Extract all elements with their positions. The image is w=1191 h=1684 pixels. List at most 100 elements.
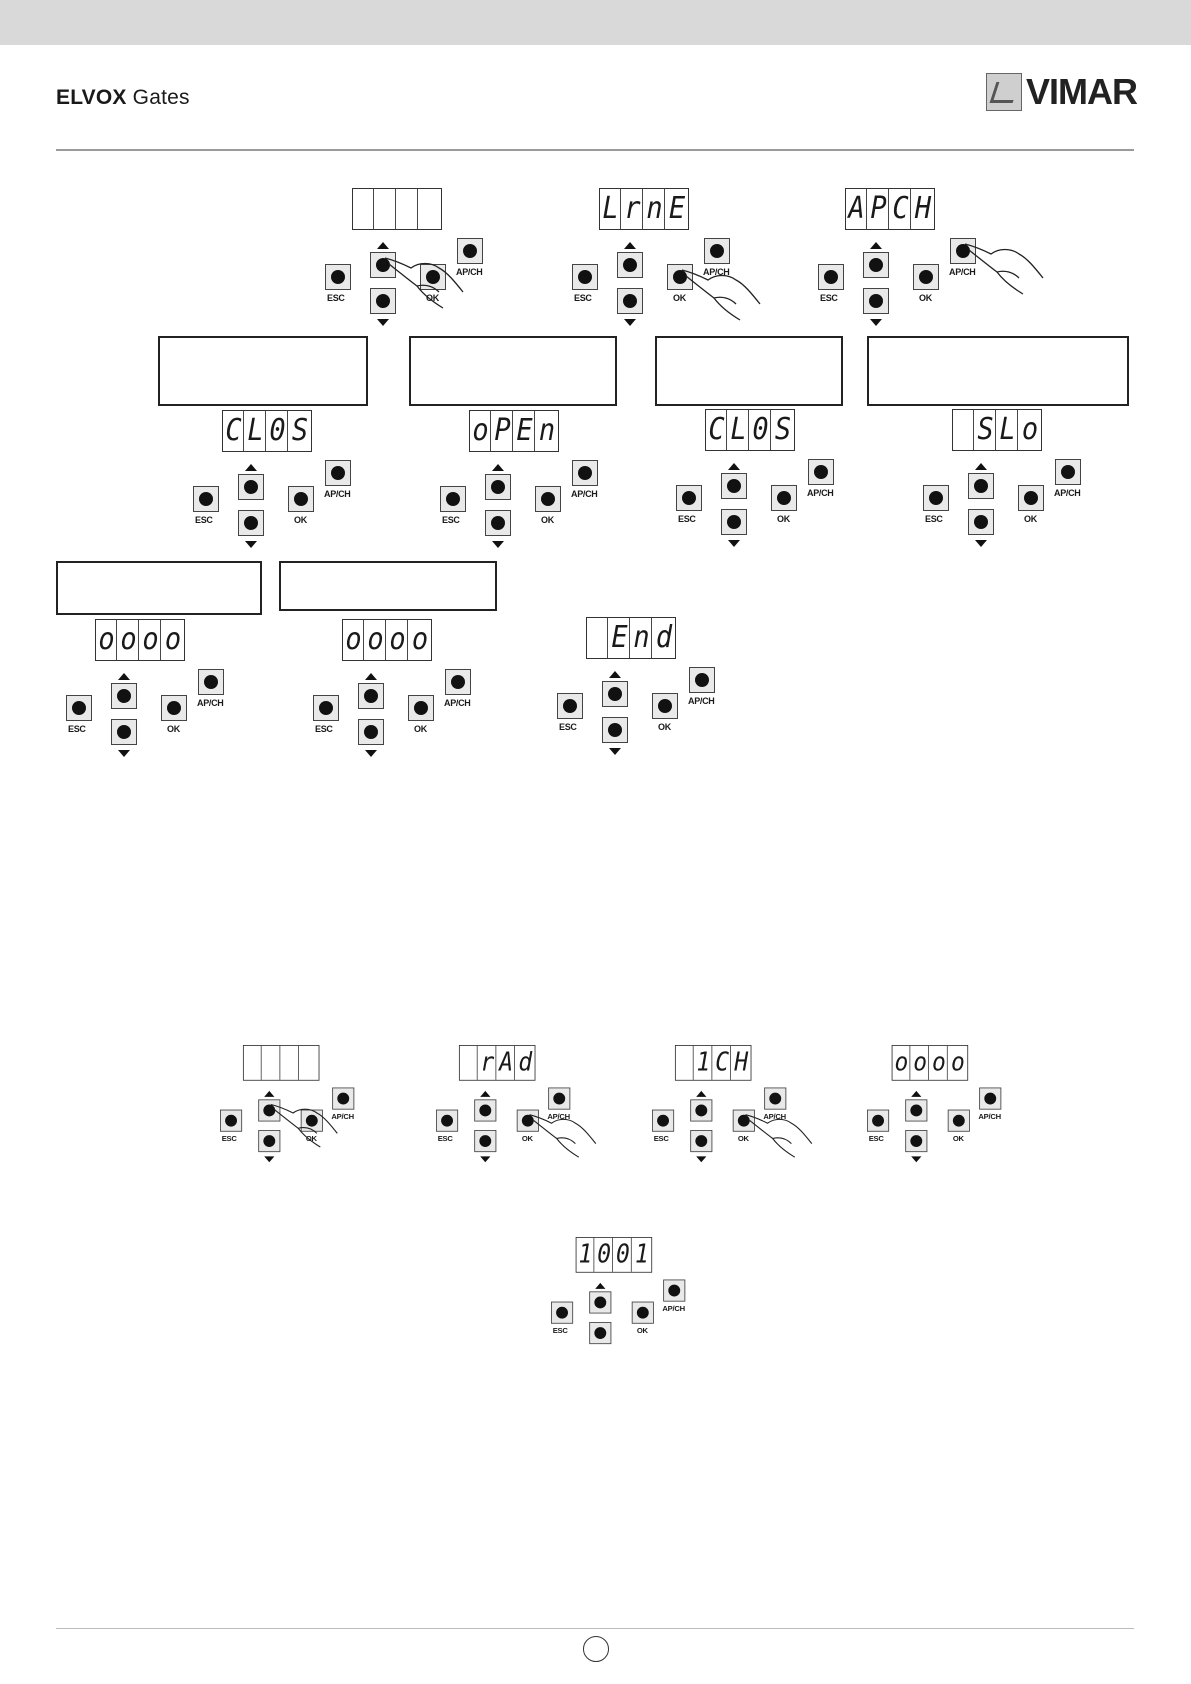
up-button[interactable] <box>258 1099 281 1122</box>
ok-label: OK <box>167 724 180 734</box>
up-button[interactable] <box>721 473 747 499</box>
down-button[interactable] <box>863 288 889 314</box>
apch-button[interactable] <box>979 1087 1002 1110</box>
up-button[interactable] <box>690 1099 713 1122</box>
up-arrow-icon <box>624 242 636 249</box>
up-button[interactable] <box>485 474 511 500</box>
apch-label: AP/CH <box>978 1112 1001 1121</box>
up-button[interactable] <box>358 683 384 709</box>
lcd-digit: 0 <box>751 410 771 450</box>
apch-button[interactable] <box>764 1087 787 1110</box>
apch-button[interactable] <box>325 460 351 486</box>
down-button[interactable] <box>238 510 264 536</box>
ok-button[interactable] <box>161 695 187 721</box>
apch-button[interactable] <box>808 459 834 485</box>
ok-button[interactable] <box>516 1109 539 1132</box>
apch-button[interactable] <box>572 460 598 486</box>
ok-label: OK <box>636 1326 648 1335</box>
esc-button[interactable] <box>867 1109 890 1132</box>
ok-button[interactable] <box>288 486 314 512</box>
apch-button[interactable] <box>332 1087 355 1110</box>
esc-button[interactable] <box>676 485 702 511</box>
esc-button[interactable] <box>923 485 949 511</box>
apch-label: AP/CH <box>571 489 598 499</box>
page-number-circle <box>583 1636 609 1662</box>
up-button[interactable] <box>617 252 643 278</box>
down-button[interactable] <box>905 1130 928 1153</box>
lcd-digit: o <box>912 1045 929 1080</box>
ok-button[interactable] <box>631 1301 654 1324</box>
down-button[interactable] <box>111 719 137 745</box>
ok-button[interactable] <box>771 485 797 511</box>
apch-button[interactable] <box>457 238 483 264</box>
down-button[interactable] <box>721 509 747 535</box>
down-button[interactable] <box>258 1130 281 1153</box>
apch-button[interactable] <box>198 669 224 695</box>
down-button[interactable] <box>602 717 628 743</box>
ok-button[interactable] <box>947 1109 970 1132</box>
esc-button[interactable] <box>557 693 583 719</box>
pointing-hand-icon <box>384 257 464 309</box>
ok-button[interactable] <box>913 264 939 290</box>
lcd-digit: C <box>707 410 727 450</box>
apch-button[interactable] <box>704 238 730 264</box>
down-button[interactable] <box>617 288 643 314</box>
apch-label: AP/CH <box>197 698 224 708</box>
down-button[interactable] <box>370 288 396 314</box>
ok-button[interactable] <box>667 264 693 290</box>
lcd-digit <box>282 1045 299 1080</box>
down-arrow-icon <box>911 1156 922 1163</box>
ok-button[interactable] <box>408 695 434 721</box>
up-button[interactable] <box>238 474 264 500</box>
esc-button[interactable] <box>440 486 466 512</box>
down-button[interactable] <box>358 719 384 745</box>
down-button[interactable] <box>968 509 994 535</box>
text-box-6 <box>279 561 497 611</box>
ok-button[interactable] <box>652 693 678 719</box>
up-button[interactable] <box>589 1291 612 1314</box>
up-button[interactable] <box>474 1099 497 1122</box>
ok-button[interactable] <box>732 1109 755 1132</box>
esc-button[interactable] <box>220 1109 243 1132</box>
up-arrow-icon <box>492 464 504 471</box>
apch-button[interactable] <box>445 669 471 695</box>
down-button[interactable] <box>589 1322 612 1345</box>
lcd-digit: E <box>515 411 535 451</box>
apch-button[interactable] <box>663 1279 686 1302</box>
apch-button[interactable] <box>950 238 976 264</box>
up-button[interactable] <box>370 252 396 278</box>
esc-button[interactable] <box>652 1109 675 1132</box>
up-button[interactable] <box>905 1099 928 1122</box>
ok-button[interactable] <box>535 486 561 512</box>
esc-button[interactable] <box>572 264 598 290</box>
esc-button[interactable] <box>325 264 351 290</box>
ok-label: OK <box>1024 514 1037 524</box>
down-button[interactable] <box>690 1130 713 1153</box>
down-button[interactable] <box>474 1130 497 1153</box>
ok-button[interactable] <box>1018 485 1044 511</box>
apch-button[interactable] <box>548 1087 571 1110</box>
esc-button[interactable] <box>818 264 844 290</box>
apch-button[interactable] <box>689 667 715 693</box>
esc-button[interactable] <box>551 1301 574 1324</box>
up-button[interactable] <box>968 473 994 499</box>
text-box-2 <box>409 336 617 406</box>
esc-button[interactable] <box>313 695 339 721</box>
esc-button[interactable] <box>436 1109 459 1132</box>
apch-label: AP/CH <box>807 488 834 498</box>
up-button[interactable] <box>863 252 889 278</box>
lcd-digit: o <box>471 411 491 451</box>
down-button[interactable] <box>485 510 511 536</box>
apch-button[interactable] <box>1055 459 1081 485</box>
esc-button[interactable] <box>193 486 219 512</box>
up-button[interactable] <box>602 681 628 707</box>
apch-label: AP/CH <box>444 698 471 708</box>
up-button[interactable] <box>111 683 137 709</box>
esc-button[interactable] <box>66 695 92 721</box>
down-arrow-icon <box>492 541 504 548</box>
